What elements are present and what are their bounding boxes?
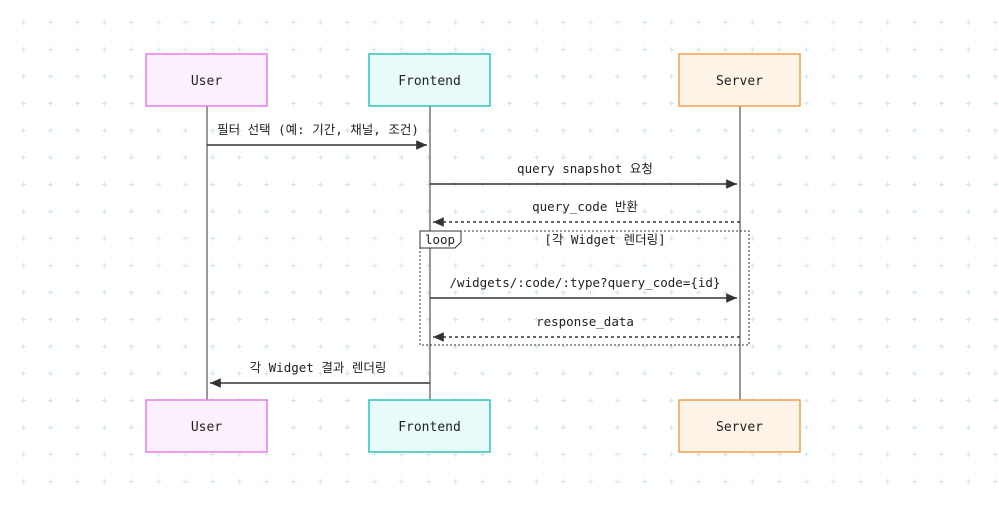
actor-user-label: User bbox=[191, 74, 222, 89]
message-label-query-code: query_code 반환 bbox=[532, 199, 638, 214]
actor-frontend-top[interactable]: Frontend bbox=[368, 53, 491, 107]
message-label-render-result: 각 Widget 결과 렌더링 bbox=[250, 360, 387, 375]
actor-user-top[interactable]: User bbox=[145, 53, 268, 107]
actor-frontend-label: Frontend bbox=[398, 74, 461, 89]
actor-server-bottom[interactable]: Server bbox=[678, 399, 801, 453]
loop-condition: [각 Widget 렌더링] bbox=[544, 232, 665, 247]
actor-server-label: Server bbox=[716, 74, 763, 89]
message-label-widgets-request: /widgets/:code/:type?query_code={id} bbox=[450, 275, 721, 290]
actor-frontend-label: Frontend bbox=[398, 420, 461, 435]
actor-server-top[interactable]: Server bbox=[678, 53, 801, 107]
actor-frontend-bottom[interactable]: Frontend bbox=[368, 399, 491, 453]
actor-server-label: Server bbox=[716, 420, 763, 435]
loop-label: loop bbox=[425, 232, 455, 247]
message-label-response-data: response_data bbox=[536, 314, 634, 329]
message-label-query-snapshot: query snapshot 요청 bbox=[517, 161, 653, 176]
message-label-filter-select: 필터 선택 (예: 기간, 채널, 조건) bbox=[217, 122, 419, 137]
actor-user-bottom[interactable]: User bbox=[145, 399, 268, 453]
loop-fragment: loop [각 Widget 렌더링] bbox=[419, 230, 750, 346]
actor-user-label: User bbox=[191, 420, 222, 435]
